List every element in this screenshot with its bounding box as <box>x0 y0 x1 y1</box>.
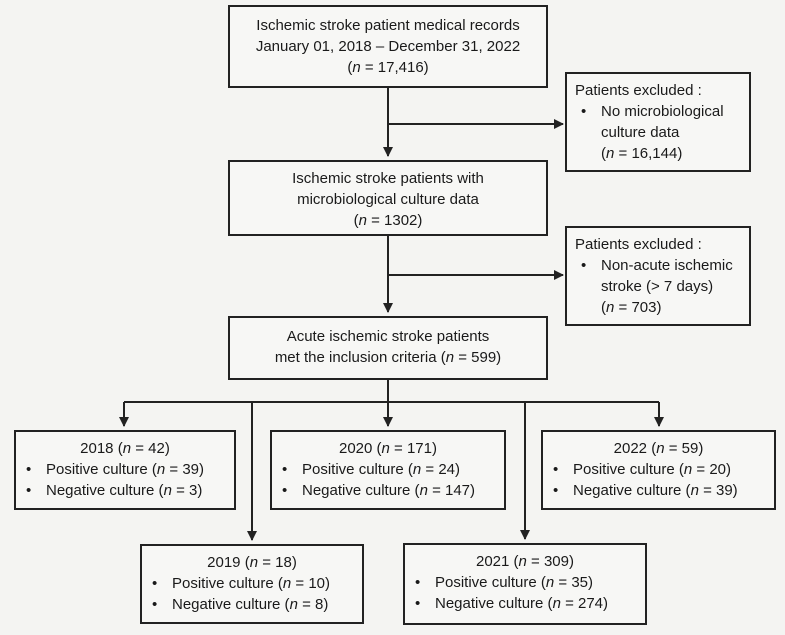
negative-culture-2020: Negative culture (n = 147) <box>276 480 500 501</box>
exclusion-box-2: Patients excluded : Non-acute ischemic s… <box>565 226 751 326</box>
culture-data-title: Ischemic stroke patients with <box>292 170 484 187</box>
exclusion-box-1: Patients excluded : No microbiological c… <box>565 72 751 172</box>
year-box-2022: 2022 (n = 59) Positive culture (n = 20) … <box>541 430 776 510</box>
culture-data-box: Ischemic stroke patients with microbiolo… <box>228 160 548 236</box>
exclusion-1-title: Patients excluded : <box>575 82 702 99</box>
acute-count: met the inclusion criteria (n = 599) <box>274 349 502 366</box>
year-box-2019: 2019 (n = 18) Positive culture (n = 10) … <box>140 544 364 624</box>
records-title: Ischemic stroke patient medical records <box>256 17 520 34</box>
exclusion-1-item: No microbiological culture data (n = 16,… <box>575 101 741 164</box>
year-box-2018: 2018 (n = 42) Positive culture (n = 39) … <box>14 430 236 510</box>
positive-culture-2019: Positive culture (n = 10) <box>146 573 358 594</box>
records-count: (n = 17,416) <box>347 59 429 76</box>
negative-culture-2019: Negative culture (n = 8) <box>146 594 358 615</box>
culture-data-count: (n = 1302) <box>353 212 423 229</box>
records-date-range: January 01, 2018 – December 31, 2022 <box>255 38 521 55</box>
positive-culture-2021: Positive culture (n = 35) <box>409 572 641 593</box>
positive-culture-2022: Positive culture (n = 20) <box>547 459 770 480</box>
records-box: Ischemic stroke patient medical records … <box>228 5 548 88</box>
positive-culture-2020: Positive culture (n = 24) <box>276 459 500 480</box>
year-box-2021: 2021 (n = 309) Positive culture (n = 35)… <box>403 543 647 625</box>
exclusion-2-title: Patients excluded : <box>575 236 702 253</box>
negative-culture-2022: Negative culture (n = 39) <box>547 480 770 501</box>
negative-culture-2018: Negative culture (n = 3) <box>20 480 230 501</box>
positive-culture-2018: Positive culture (n = 39) <box>20 459 230 480</box>
culture-data-subtitle: microbiological culture data <box>297 191 479 208</box>
acute-title: Acute ischemic stroke patients <box>286 328 490 345</box>
acute-stroke-box: Acute ischemic stroke patients met the i… <box>228 316 548 380</box>
negative-culture-2021: Negative culture (n = 274) <box>409 593 641 614</box>
year-box-2020: 2020 (n = 171) Positive culture (n = 24)… <box>270 430 506 510</box>
exclusion-2-item: Non-acute ischemic stroke (> 7 days) (n … <box>575 255 741 318</box>
